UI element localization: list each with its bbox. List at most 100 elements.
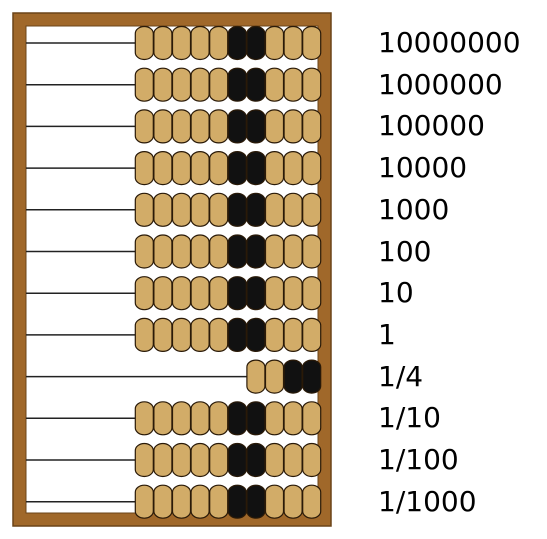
dark-bead bbox=[228, 110, 246, 143]
bead bbox=[210, 27, 228, 60]
bead bbox=[210, 235, 228, 268]
place-value-label: 10000000 bbox=[378, 29, 521, 57]
bead bbox=[266, 318, 284, 351]
place-value-label: 1/10 bbox=[378, 404, 441, 432]
bead bbox=[284, 193, 302, 226]
bead bbox=[266, 277, 284, 310]
bead bbox=[191, 485, 209, 518]
dark-bead bbox=[247, 444, 265, 477]
bead bbox=[154, 27, 172, 60]
bead bbox=[135, 444, 153, 477]
dark-bead bbox=[247, 68, 265, 101]
bead bbox=[154, 110, 172, 143]
dark-bead bbox=[247, 318, 265, 351]
dark-bead bbox=[228, 68, 246, 101]
bead bbox=[173, 193, 191, 226]
bead bbox=[303, 27, 321, 60]
bead bbox=[154, 193, 172, 226]
bead bbox=[266, 444, 284, 477]
place-value-label: 1/1000 bbox=[378, 488, 477, 516]
dark-bead bbox=[228, 277, 246, 310]
bead bbox=[284, 318, 302, 351]
bead bbox=[210, 152, 228, 185]
bead bbox=[154, 152, 172, 185]
place-value-label: 10 bbox=[378, 279, 414, 307]
bead bbox=[135, 235, 153, 268]
bead bbox=[303, 402, 321, 435]
place-value-label: 1000000 bbox=[378, 71, 503, 99]
dark-bead bbox=[247, 193, 265, 226]
bead bbox=[247, 360, 265, 393]
bead bbox=[191, 152, 209, 185]
bead bbox=[173, 444, 191, 477]
bead bbox=[210, 444, 228, 477]
bead bbox=[303, 193, 321, 226]
bead bbox=[303, 68, 321, 101]
bead bbox=[135, 152, 153, 185]
bead bbox=[191, 235, 209, 268]
bead bbox=[135, 402, 153, 435]
bead bbox=[191, 318, 209, 351]
bead bbox=[191, 277, 209, 310]
dark-bead bbox=[228, 444, 246, 477]
bead bbox=[191, 402, 209, 435]
bead bbox=[284, 110, 302, 143]
bead bbox=[135, 193, 153, 226]
place-value-label: 10000 bbox=[378, 154, 467, 182]
bead bbox=[173, 485, 191, 518]
bead bbox=[173, 68, 191, 101]
bead bbox=[303, 110, 321, 143]
bead bbox=[173, 27, 191, 60]
bead bbox=[303, 444, 321, 477]
dark-bead bbox=[228, 402, 246, 435]
bead bbox=[284, 68, 302, 101]
place-value-label: 100000 bbox=[378, 112, 485, 140]
place-value-label: 1/4 bbox=[378, 363, 423, 391]
bead bbox=[173, 318, 191, 351]
bead bbox=[303, 152, 321, 185]
dark-bead bbox=[228, 193, 246, 226]
bead bbox=[135, 68, 153, 101]
bead bbox=[210, 68, 228, 101]
bead bbox=[210, 318, 228, 351]
bead bbox=[154, 277, 172, 310]
bead bbox=[303, 235, 321, 268]
dark-bead bbox=[247, 485, 265, 518]
bead bbox=[303, 485, 321, 518]
bead bbox=[191, 27, 209, 60]
bead bbox=[266, 235, 284, 268]
bead bbox=[191, 68, 209, 101]
bead bbox=[154, 235, 172, 268]
bead bbox=[266, 402, 284, 435]
abacus-diagram bbox=[0, 0, 370, 539]
bead bbox=[284, 444, 302, 477]
dark-bead bbox=[228, 27, 246, 60]
bead bbox=[154, 444, 172, 477]
bead bbox=[266, 27, 284, 60]
place-value-label: 1000 bbox=[378, 196, 449, 224]
dark-bead bbox=[247, 110, 265, 143]
bead bbox=[210, 485, 228, 518]
bead bbox=[173, 402, 191, 435]
bead bbox=[154, 68, 172, 101]
dark-bead bbox=[247, 152, 265, 185]
bead bbox=[266, 152, 284, 185]
bead bbox=[135, 318, 153, 351]
bead bbox=[210, 402, 228, 435]
bead bbox=[191, 444, 209, 477]
bead bbox=[284, 485, 302, 518]
bead bbox=[135, 277, 153, 310]
bead bbox=[303, 318, 321, 351]
place-value-label: 1/100 bbox=[378, 446, 459, 474]
dark-bead bbox=[247, 402, 265, 435]
bead bbox=[154, 318, 172, 351]
bead bbox=[266, 360, 284, 393]
bead bbox=[173, 277, 191, 310]
bead bbox=[191, 193, 209, 226]
bead bbox=[284, 152, 302, 185]
bead bbox=[266, 193, 284, 226]
bead bbox=[173, 110, 191, 143]
bead bbox=[284, 277, 302, 310]
dark-bead bbox=[303, 360, 321, 393]
bead bbox=[210, 110, 228, 143]
